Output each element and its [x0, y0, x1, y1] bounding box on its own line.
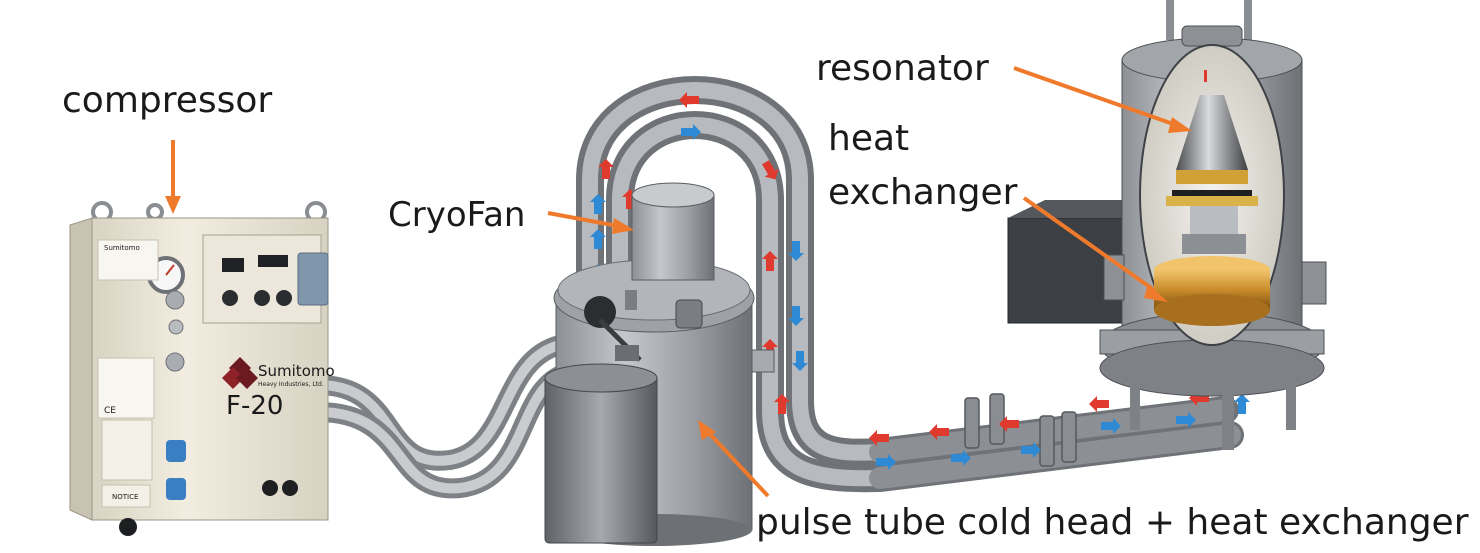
notice-sticker: NOTICE: [112, 493, 138, 501]
cold-flow-arrow-icon: [1021, 442, 1041, 458]
warm-flow-arrow-icon: [869, 430, 889, 446]
label-heat-exchanger-line1: heat: [828, 118, 909, 159]
warm-flow-arrow-icon: [762, 160, 779, 180]
warm-flow-arrow-icon: [598, 159, 614, 179]
cold-flow-arrow-icon: [951, 450, 971, 466]
model-number: F-20: [226, 391, 283, 421]
warm-flow-arrow-icon: [1089, 396, 1109, 412]
cold-flow-arrow-icon: [788, 306, 804, 326]
compressor-unit: NOTICE CE Sumitomo Sumitomo Heavy Indust…: [69, 201, 335, 536]
ce-mark: CE: [104, 406, 116, 416]
label-heat-exchanger-line2: exchanger: [828, 172, 1018, 213]
label-arrows: [165, 66, 1192, 498]
label-resonator: resonator: [816, 48, 989, 89]
cold-flow-arrow-icon: [876, 454, 896, 470]
label-cryofan: CryoFan: [388, 195, 525, 235]
resonator-cryostat: [1007, 0, 1327, 450]
brand-name: Sumitomo: [258, 362, 335, 380]
compressor-hoses: [308, 335, 580, 499]
cold-flow-arrow-icon: [590, 229, 606, 249]
cold-flow-arrow-icon: [1234, 394, 1250, 414]
diagram-labels: compressor CryoFan resonator heat exchan…: [62, 48, 1469, 543]
cold-flow-arrow-icon: [792, 351, 808, 371]
warm-flow-arrow-icon: [929, 424, 949, 440]
warm-flow-arrow-icon: [774, 394, 790, 414]
brand-company: Heavy Industries, Ltd.: [258, 381, 324, 388]
warm-flow-arrow-icon: [762, 251, 778, 271]
label-compressor: compressor: [62, 80, 272, 121]
cold-flow-arrow-icon: [1176, 412, 1196, 428]
label-pulse-tube: pulse tube cold head + heat exchanger: [756, 502, 1469, 543]
cryostat: [544, 182, 775, 546]
top-brand-sticker: Sumitomo: [104, 244, 140, 252]
sumitomo-logo-icon: [222, 357, 258, 389]
cold-flow-arrow-icon: [590, 194, 606, 214]
cold-flow-arrow-icon: [788, 241, 804, 261]
cold-flow-arrow-icon: [1101, 418, 1121, 434]
cold-flow-arrow-icon: [681, 124, 701, 140]
warm-flow-arrow-icon: [679, 92, 699, 108]
warm-flow-arrow-icon: [999, 416, 1019, 432]
